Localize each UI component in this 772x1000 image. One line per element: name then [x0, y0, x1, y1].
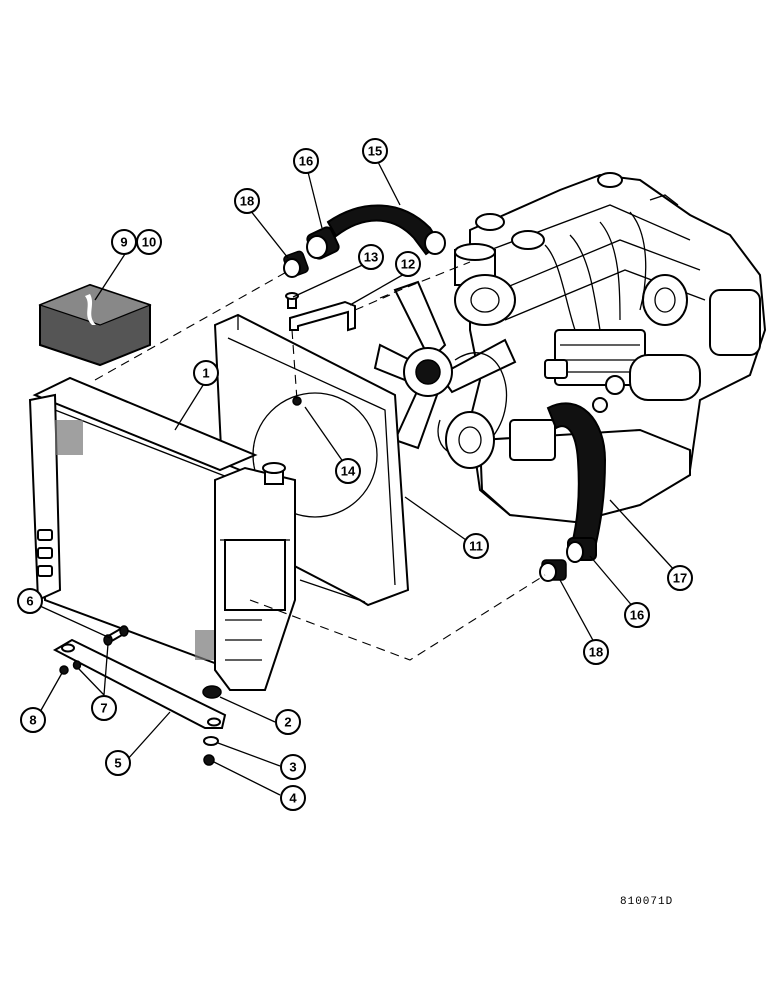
radiator [28, 376, 296, 691]
upper-hose-end [283, 226, 340, 278]
callout-16-upper: 16 [293, 148, 319, 174]
drawing-reference-code: 810071D [620, 896, 674, 908]
callout-label: 8 [29, 713, 36, 728]
callout-label: 2 [284, 715, 291, 730]
callout-9: 9 [111, 229, 137, 255]
callout-label: 13 [364, 250, 378, 265]
lower-hose-end [539, 559, 567, 582]
callout-18-upper: 18 [234, 188, 260, 214]
engine-assembly [373, 172, 767, 524]
mounting-strap [52, 638, 227, 729]
callout-4: 4 [280, 785, 306, 811]
callout-11: 11 [463, 533, 489, 559]
callout-label: 1 [202, 366, 209, 381]
callout-13: 13 [358, 244, 384, 270]
callout-17: 17 [667, 565, 693, 591]
callout-18-lower: 18 [583, 639, 609, 665]
callout-label: 16 [299, 154, 313, 169]
callout-5: 5 [105, 750, 131, 776]
callout-label: 3 [289, 760, 296, 775]
callout-label: 4 [289, 791, 297, 806]
callout-label: 18 [240, 194, 254, 209]
callout-3: 3 [280, 754, 306, 780]
leader-lines [39, 161, 677, 796]
callout-label: 15 [368, 144, 382, 159]
callout-16-lower: 16 [624, 602, 650, 628]
callout-label: 14 [341, 464, 356, 479]
callout-label: 18 [589, 645, 603, 660]
foam-pads [38, 283, 152, 367]
callout-label: 16 [630, 608, 644, 623]
callout-2: 2 [275, 709, 301, 735]
shroud-bracket [285, 292, 356, 332]
callout-label: 11 [469, 539, 483, 554]
lower-radiator-hose [546, 402, 607, 563]
callout-label: 5 [114, 756, 121, 771]
callout-8: 8 [20, 707, 46, 733]
callout-label: 10 [142, 235, 156, 250]
callout-label: 9 [120, 235, 127, 250]
callout-1: 1 [193, 360, 219, 386]
callout-6: 6 [17, 588, 43, 614]
callout-7: 7 [91, 695, 117, 721]
assembly-center-lines [94, 261, 546, 661]
callout-14: 14 [335, 458, 361, 484]
callout-label: 7 [100, 701, 107, 716]
callout-15: 15 [362, 138, 388, 164]
callout-10: 10 [136, 229, 162, 255]
upper-radiator-hose [326, 204, 446, 256]
callout-label: 6 [26, 594, 33, 609]
callout-label: 12 [401, 257, 415, 272]
callout-12: 12 [395, 251, 421, 277]
callout-label: 17 [673, 571, 687, 586]
